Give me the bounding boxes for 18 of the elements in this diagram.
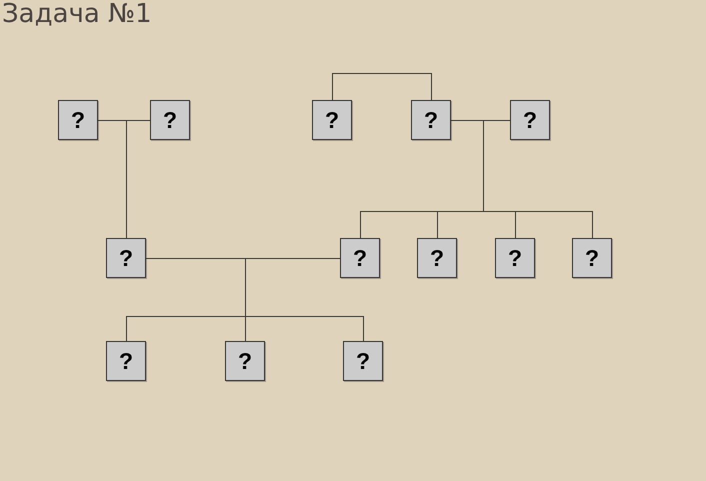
question-box: ? [417, 238, 457, 278]
question-box: ? [572, 238, 612, 278]
connector-line [126, 120, 150, 238]
question-box: ? [106, 238, 146, 278]
question-box: ? [312, 100, 352, 140]
question-box: ? [340, 238, 380, 278]
connector-line [245, 258, 364, 342]
question-box: ? [343, 341, 383, 381]
question-box: ? [150, 100, 190, 140]
question-box: ? [411, 100, 451, 140]
question-box: ? [510, 100, 550, 140]
connector-line [483, 120, 593, 238]
title: Задача №1 [2, 0, 152, 30]
question-box: ? [106, 341, 146, 381]
question-box: ? [58, 100, 98, 140]
connector-line [332, 73, 432, 100]
question-box: ? [225, 341, 265, 381]
question-box: ? [495, 238, 535, 278]
